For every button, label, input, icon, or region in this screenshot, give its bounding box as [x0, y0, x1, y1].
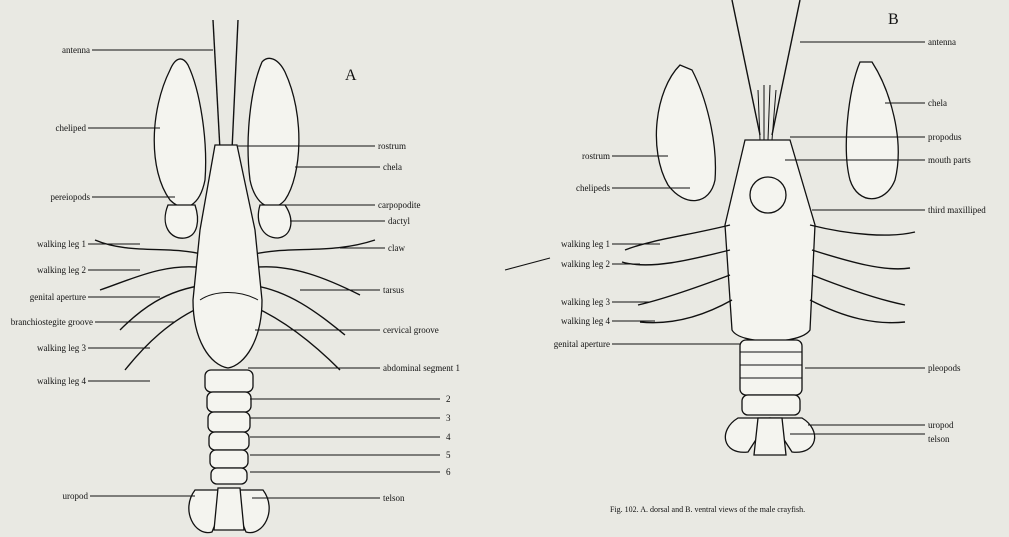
label-a-right-3: dactyl: [388, 216, 410, 226]
label-a-right-8: 2: [446, 394, 451, 404]
label-b-left-2: walking leg 1: [561, 239, 610, 249]
figure-caption: Fig. 102. A. dorsal and B. ventral views…: [610, 505, 805, 514]
leg-a-r4: [250, 305, 340, 370]
label-a-right-4: claw: [388, 243, 405, 253]
label-a-right-13: telson: [383, 493, 405, 503]
seg-a-6: [211, 468, 247, 484]
leg-b-r4: [810, 300, 905, 323]
leg-b-l1: [625, 225, 730, 250]
label-b-left-6: genital aperture: [554, 339, 610, 349]
leg-b-l4: [640, 300, 732, 323]
leg-a-l1: [95, 240, 205, 255]
label-a-right-6: cervical groove: [383, 325, 439, 335]
seg-a-5: [210, 450, 248, 468]
antenna-b-left: [732, 0, 760, 135]
label-a-right-5: tarsus: [383, 285, 404, 295]
label-a-right-1: chela: [383, 162, 402, 172]
label-a-right-0: rostrum: [378, 141, 406, 151]
antenna-left: [213, 20, 220, 150]
leg-b-r2: [812, 250, 910, 269]
label-a-right-9: 3: [446, 413, 451, 423]
seg-b-6: [742, 395, 800, 415]
sternum-b: [725, 140, 815, 341]
panel-letter-b: B: [888, 11, 899, 28]
seg-a-4: [209, 432, 249, 450]
leg-a-l3: [120, 285, 205, 330]
label-a-right-2: carpopodite: [378, 200, 420, 210]
label-b-right-2: propodus: [928, 132, 962, 142]
label-a-left-8: walking leg 4: [37, 376, 86, 386]
label-b-right-5: pleopods: [928, 363, 961, 373]
label-b-left-1: chelipeds: [576, 183, 610, 193]
figure-b: B: [505, 0, 986, 514]
label-b-right-3: mouth parts: [928, 155, 971, 165]
leg-b-r3: [812, 275, 905, 305]
leg-b-r1: [810, 225, 915, 235]
leg-a-r3: [250, 285, 345, 335]
panel-letter-a: A: [345, 67, 357, 84]
label-b-left-5: walking leg 4: [561, 316, 610, 326]
seg-a-2: [207, 392, 251, 412]
left-carpus: [165, 205, 197, 238]
leg-a-r2: [250, 267, 360, 295]
seg-a-3: [208, 412, 250, 432]
telson-a: [214, 488, 244, 530]
leg-b-l2: [622, 250, 730, 265]
leg-b-l3: [638, 275, 730, 305]
label-b-right-0: antenna: [928, 37, 956, 47]
left-chela-b: [656, 65, 715, 201]
label-b-right-1: chela: [928, 98, 947, 108]
label-b-left-3: walking leg 2: [561, 259, 610, 269]
left-chela: [154, 59, 205, 207]
label-b-left-0: rostrum: [582, 151, 610, 161]
antenna-b-right: [772, 0, 800, 135]
right-chela: [248, 58, 299, 207]
label-a-right-12: 6: [446, 467, 451, 477]
label-a-right-11: 5: [446, 450, 451, 460]
right-chela-b: [846, 62, 898, 199]
figure-a: A: [11, 20, 460, 533]
label-a-left-1: cheliped: [56, 123, 87, 133]
label-a-left-5: genital aperture: [30, 292, 86, 302]
label-a-left-6: branchiostegite groove: [11, 317, 93, 327]
label-a-left-7: walking leg 3: [37, 343, 86, 353]
abdomen-b: [740, 340, 802, 395]
label-a-right-10: 4: [446, 432, 451, 442]
right-carpus: [258, 205, 290, 238]
label-a-left-2: pereiopods: [51, 192, 91, 202]
telson-b: [754, 418, 786, 455]
label-b-right-7: telson: [928, 434, 950, 444]
label-a-left-3: walking leg 1: [37, 239, 86, 249]
label-b-right-6: uropod: [928, 420, 954, 430]
label-a-left-0: antenna: [62, 45, 90, 55]
seg-a-1: [205, 370, 253, 392]
label-a-left-4: walking leg 2: [37, 265, 86, 275]
mouth-parts-b: [750, 177, 786, 213]
label-a-right-7: abdominal segment 1: [383, 363, 460, 373]
label-b-right-4: third maxilliped: [928, 205, 986, 215]
label-b-left-4: walking leg 3: [561, 297, 610, 307]
label-a-left-9: uropod: [63, 491, 89, 501]
antenna-right: [232, 20, 238, 150]
